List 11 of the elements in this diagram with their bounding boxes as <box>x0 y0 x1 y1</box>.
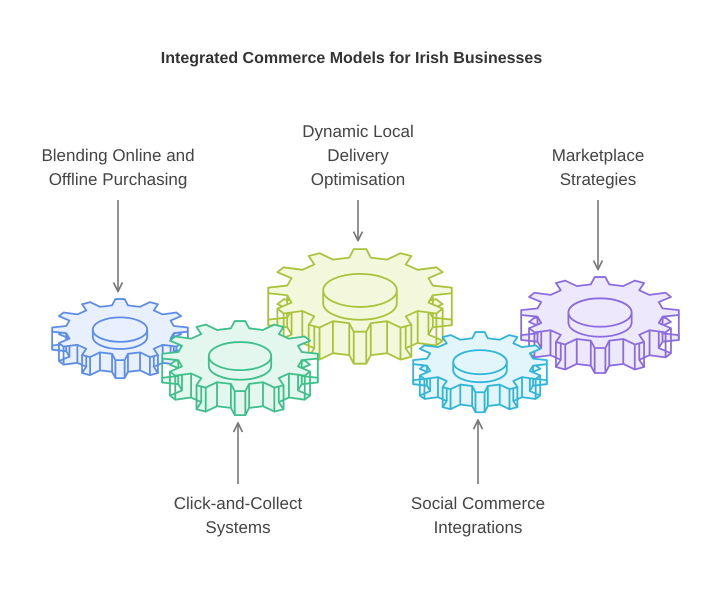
arrow <box>232 422 244 484</box>
arrow <box>352 200 364 242</box>
arrow <box>592 200 604 270</box>
gear-label: Social Commerce Integrations <box>410 493 546 539</box>
arrow <box>472 419 484 484</box>
gear-label: Dynamic Local Delivery Optimisation <box>301 121 415 191</box>
diagram-title: Integrated Commerce Models for Irish Businesses <box>160 50 544 68</box>
gear-label: Marketplace Strategies <box>550 145 646 191</box>
gear-label: Blending Online and Offline Purchasing <box>40 145 196 191</box>
gear-label: Click-and-Collect Systems <box>172 493 304 539</box>
arrow <box>112 200 124 292</box>
